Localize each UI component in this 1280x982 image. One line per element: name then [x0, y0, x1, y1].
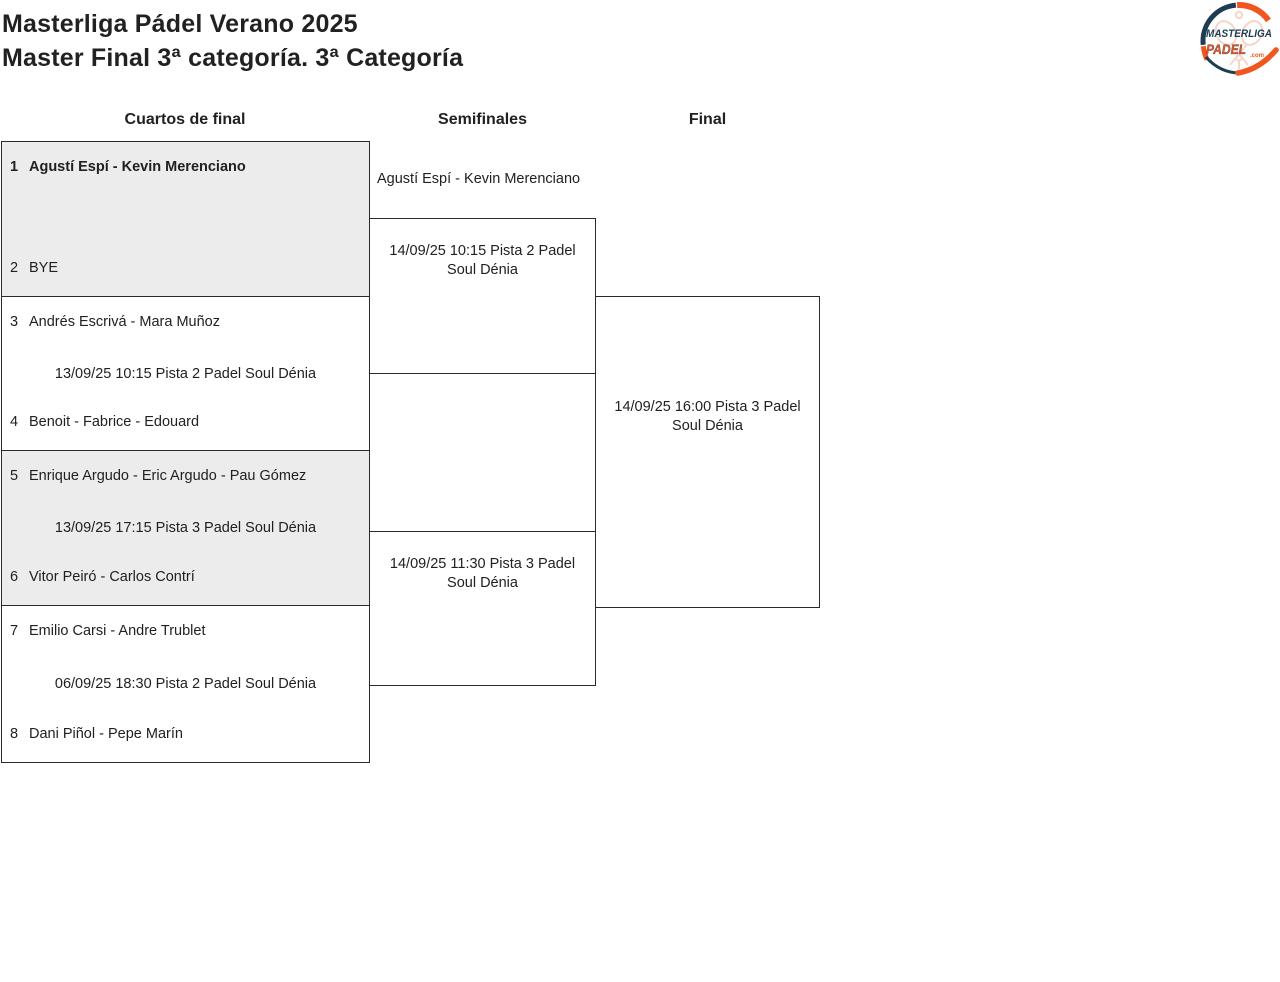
logo-text-com: .com [1250, 53, 1264, 59]
team-name: Vitor Peiró - Carlos Contrí [29, 569, 195, 585]
team-slot-seed-2: 2 BYE [2, 260, 369, 277]
team-name: BYE [29, 260, 59, 276]
team-slot-seed-5: 5 Enrique Argudo - Eric Argudo - Pau Góm… [2, 468, 369, 485]
match-schedule: 06/09/25 18:30 Pista 2 Padel Soul Dénia [54, 675, 317, 692]
team-name: Andrés Escrivá - Mara Muñoz [29, 314, 220, 330]
padel-rackets-watermark [1214, 10, 1264, 69]
round-header-cuartos-de-final: Cuartos de final [124, 111, 246, 128]
team-name: Agustí Espí - Kevin Merenciano [29, 159, 246, 175]
team-seed: 4 [10, 414, 19, 430]
match-schedule: 14/09/25 10:15 Pista 2 Padel Soul Dénia [389, 243, 576, 278]
logo-text-padel: PADEL [1206, 41, 1246, 57]
team-name: Emilio Carsi - Andre Trublet [29, 623, 206, 639]
quarterfinal-match-4: 7 Emilio Carsi - Andre Trublet 06/09/25 … [1, 605, 370, 763]
quarterfinal-match-3: 5 Enrique Argudo - Eric Argudo - Pau Góm… [1, 450, 370, 606]
match-schedule: 14/09/25 16:00 Pista 3 Padel Soul Dénia [614, 399, 801, 434]
team-slot-seed-4: 4 Benoit - Fabrice - Edouard [2, 414, 369, 431]
team-name: Enrique Argudo - Eric Argudo - Pau Gómez [29, 468, 307, 484]
match-schedule: 14/09/25 11:30 Pista 3 Padel Soul Dénia [389, 556, 576, 591]
match-schedule: 13/09/25 17:15 Pista 3 Padel Soul Dénia [54, 519, 317, 536]
logo-graphic: MASTERLIGA PADEL .com [1200, 2, 1279, 76]
team-seed: 8 [10, 726, 19, 742]
team-slot-seed-3: 3 Andrés Escrivá - Mara Muñoz [2, 314, 369, 331]
quarterfinal-match-2: 3 Andrés Escrivá - Mara Muñoz 13/09/25 1… [1, 296, 370, 451]
logo-ring-arcs [1200, 2, 1279, 76]
team-slot-seed-8: 8 Dani Piñol - Pepe Marín [2, 726, 369, 743]
semifinal-match-1: 14/09/25 10:15 Pista 2 Padel Soul Dénia [369, 218, 596, 374]
round-header-semifinales: Semifinales [438, 111, 527, 128]
team-name: Dani Piñol - Pepe Marín [29, 726, 183, 742]
final-match: 14/09/25 16:00 Pista 3 Padel Soul Dénia [595, 296, 820, 608]
team-name: Benoit - Fabrice - Edouard [29, 414, 200, 430]
round-header-final: Final [688, 111, 727, 128]
page-title: Masterliga Pádel Verano 2025 [2, 10, 358, 38]
team-slot-seed-1: 1 Agustí Espí - Kevin Merenciano [2, 159, 369, 176]
semifinal-match-2: 14/09/25 11:30 Pista 3 Padel Soul Dénia [369, 531, 596, 686]
team-slot-seed-7: 7 Emilio Carsi - Andre Trublet [2, 623, 369, 640]
page-subtitle: Master Final 3ª categoría. 3ª Categoría [2, 44, 464, 72]
team-seed: 7 [10, 623, 19, 639]
team-seed: 2 [10, 260, 19, 276]
team-seed: 6 [10, 569, 19, 585]
semifinal-1-advanced-team: Agustí Espí - Kevin Merenciano [377, 171, 581, 187]
quarterfinal-match-1: 1 Agustí Espí - Kevin Merenciano 2 BYE [1, 141, 370, 297]
padel-ball-watermark [1234, 10, 1244, 20]
masterliga-padel-logo[interactable]: MASTERLIGA PADEL .com [1198, 2, 1280, 80]
team-slot-seed-6: 6 Vitor Peiró - Carlos Contrí [2, 569, 369, 586]
logo-text-masterliga: MASTERLIGA [1206, 28, 1272, 40]
team-seed: 3 [10, 314, 19, 330]
match-schedule: 13/09/25 10:15 Pista 2 Padel Soul Dénia [54, 365, 317, 382]
team-seed: 1 [10, 159, 19, 175]
team-seed: 5 [10, 468, 19, 484]
